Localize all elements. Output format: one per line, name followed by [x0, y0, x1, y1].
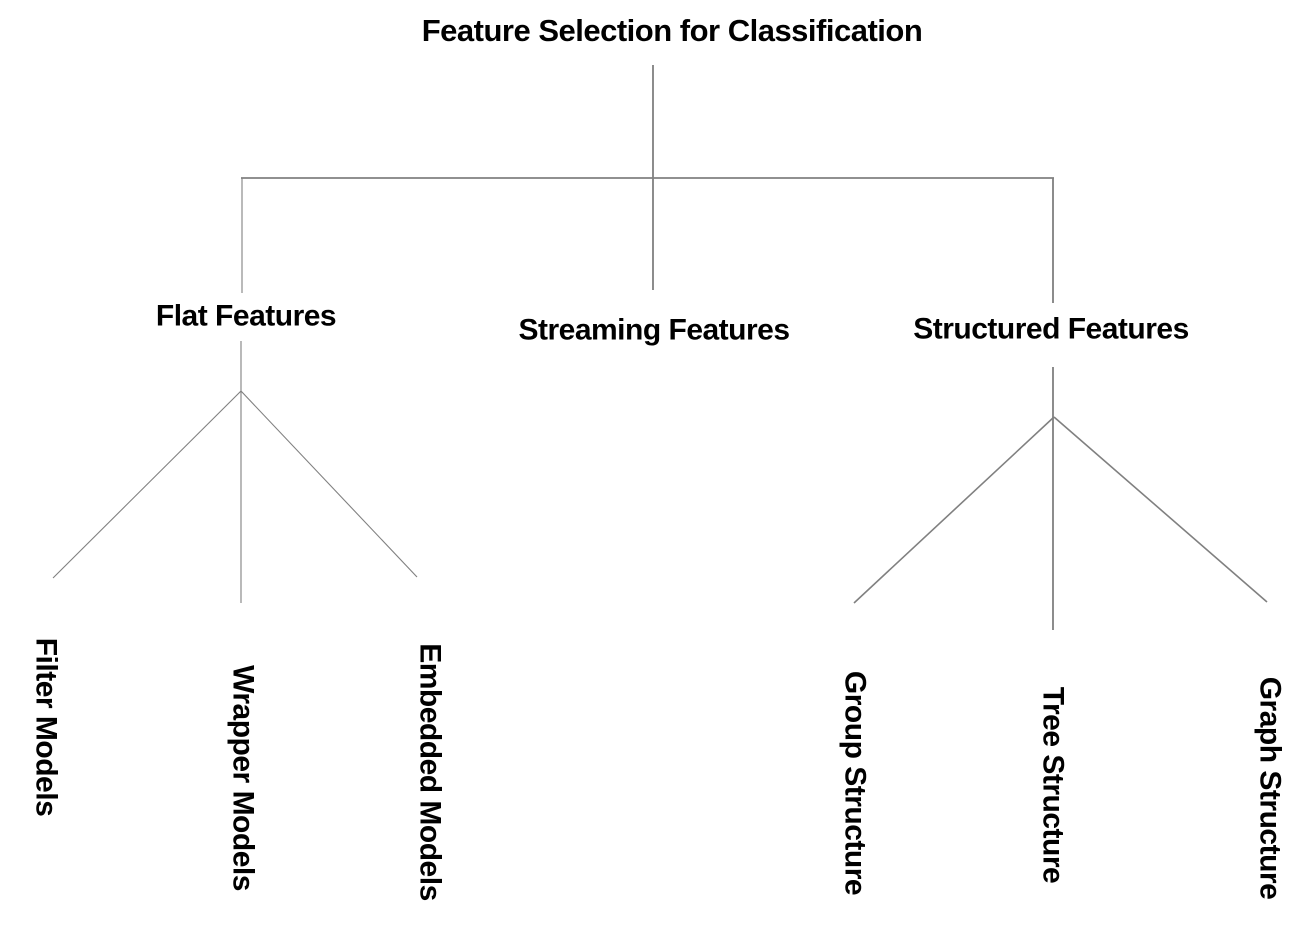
diagram-title: Feature Selection for Classification — [421, 12, 923, 48]
leaf-label-wrapper-models: Wrapper Models — [226, 665, 260, 891]
branch-label-structured-features: Structured Features — [913, 312, 1189, 346]
leaf-label-embedded-models: Embedded Models — [413, 643, 447, 901]
branch-label-streaming-features: Streaming Features — [518, 313, 790, 347]
leaf-label-group-structure: Group Structure — [838, 670, 872, 896]
structured-branch-right-line — [1053, 416, 1268, 603]
leaf-label-graph-structure: Graph Structure — [1253, 676, 1287, 900]
structured-branch-left-line — [853, 416, 1055, 604]
leaf-label-filter-models: Filter Models — [29, 637, 63, 817]
branch-label-flat-features: Flat Features — [155, 299, 337, 333]
flat-branch-left-line — [52, 390, 242, 579]
leaf-label-tree-structure: Tree Structure — [1036, 686, 1070, 884]
flat-branch-right-line — [240, 390, 418, 578]
